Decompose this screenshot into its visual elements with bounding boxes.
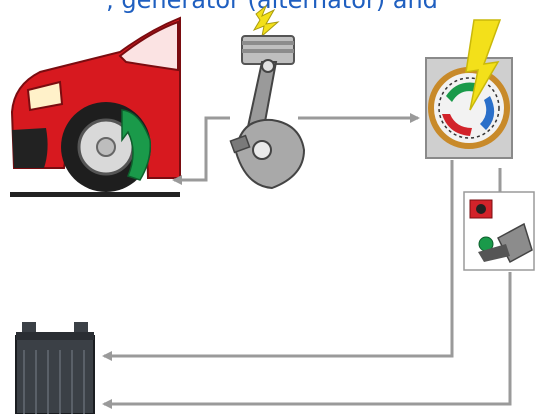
arrow-generator-to-battery [102, 160, 454, 361]
flow-arrows [102, 113, 512, 409]
engine-piston-icon [229, 4, 306, 190]
lightning-icon [465, 19, 502, 111]
page-title: , generator (alternator) and [106, 0, 438, 14]
spark-icon [252, 4, 280, 38]
bumper [12, 128, 48, 168]
control-unit-icon [463, 191, 535, 271]
rotation-arrow [121, 109, 152, 181]
title-strip: , generator (alternator) and [0, 0, 544, 20]
battery-icon [15, 322, 95, 414]
car-icon [10, 16, 181, 197]
headlight [26, 80, 64, 112]
windshield [118, 20, 179, 72]
ground-line [10, 192, 180, 197]
generator-icon [425, 19, 513, 159]
arrow-engine-to-wheel [172, 116, 230, 185]
arrow-control-to-battery [102, 272, 512, 409]
